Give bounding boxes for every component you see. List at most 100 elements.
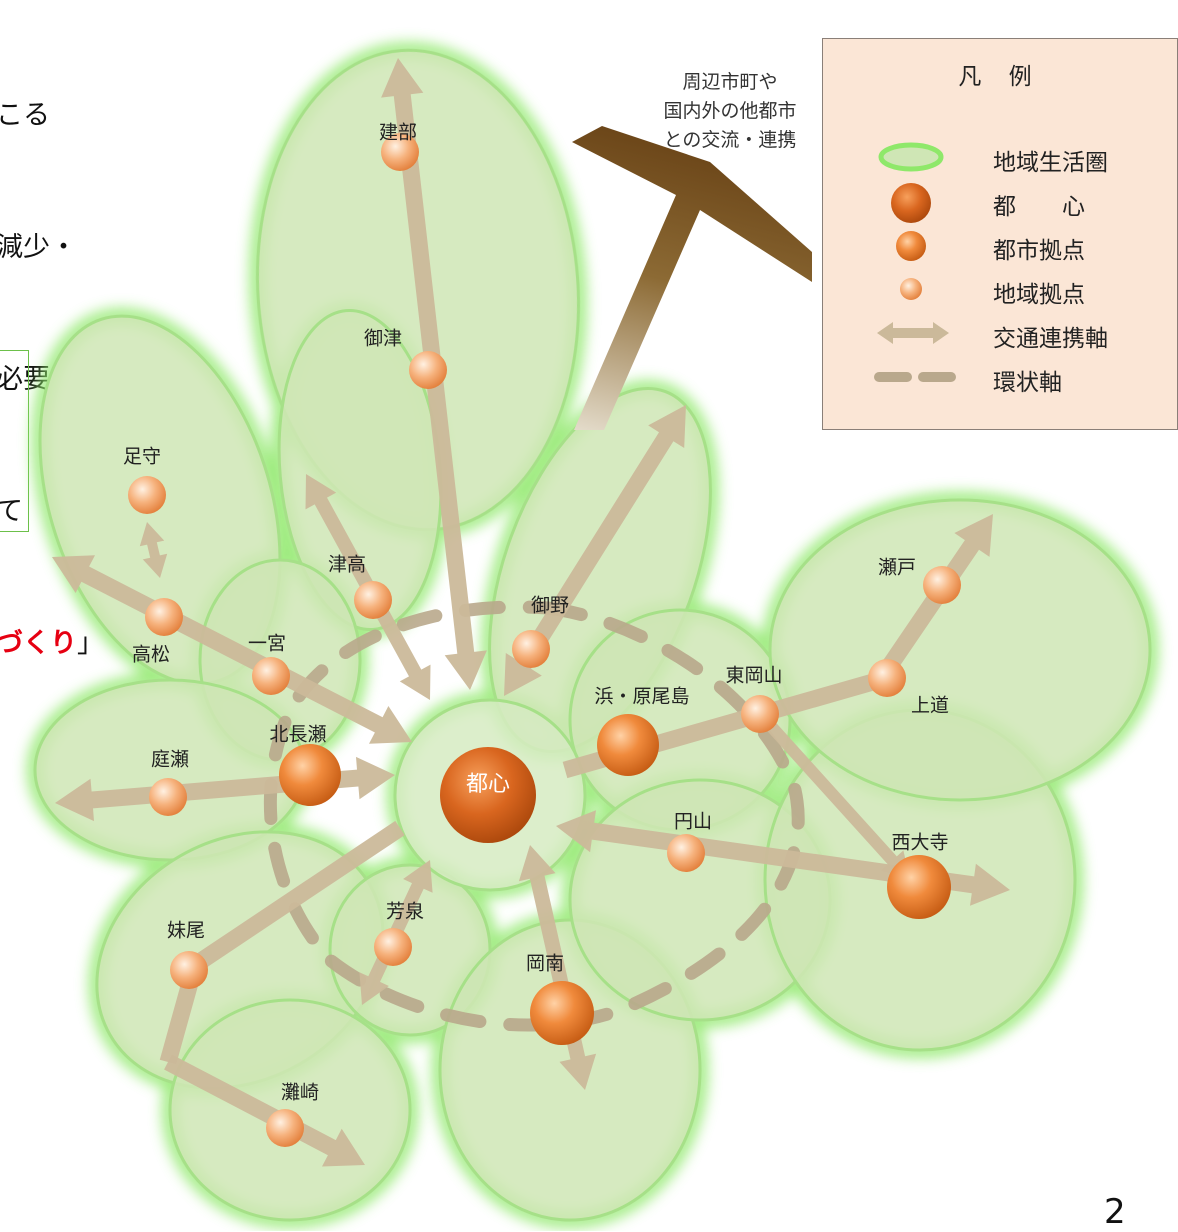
hub-kenbu: 建部 [379, 122, 419, 171]
local-hub-marker [512, 630, 550, 668]
hub-label: 岡南 [526, 953, 564, 975]
hub-saidaiji: 西大寺 [887, 832, 951, 919]
hub-hoizumi: 芳泉 [374, 901, 424, 966]
hub-label: 浜・原尾島 [594, 686, 689, 708]
hub-mino: 御野 [512, 595, 569, 668]
intro-line: 減少・ [0, 232, 77, 263]
hub-label: 芳泉 [386, 901, 424, 923]
city-center-hub: 都心 [440, 747, 536, 843]
local-hub-marker [354, 581, 392, 619]
ring-axis-icon [874, 372, 960, 382]
intro-line: こる [0, 100, 50, 131]
transit-axis-arrow [55, 756, 395, 822]
hub-label: 円山 [674, 811, 712, 833]
legend-item-local-hub: 地域拠点 [823, 269, 1177, 309]
local-hub-marker [923, 566, 961, 604]
city-center-icon [891, 183, 931, 223]
transit-axis-arrow [164, 1054, 365, 1167]
hub-label: 瀬戸 [878, 557, 916, 579]
hub-label: 西大寺 [891, 832, 948, 854]
transit-axis-arrow [52, 555, 412, 744]
intro-text: こる 減少・ 必要 て づくり」 [0, 6, 104, 710]
legend-item-transit-axis: 交通連携軸 [823, 313, 1177, 353]
hub-label: 御津 [364, 328, 402, 350]
city-hub-marker [279, 744, 341, 806]
hub-nadasaki: 灘崎 [266, 1082, 319, 1147]
external-label-line: との交流・連携 [663, 129, 797, 151]
page-number: 2 [1104, 1192, 1126, 1232]
hub-jodo: 上道 [868, 659, 949, 717]
hub-label: 津高 [328, 554, 366, 576]
legend-label: 環状軸 [993, 370, 1062, 396]
legend-label: 交通連携軸 [993, 326, 1108, 352]
intro-line: づくり」 [0, 622, 104, 666]
legend-item-city-center: 都 心 [823, 181, 1177, 223]
hub-label: 足守 [123, 446, 161, 468]
hub-kitanagase: 北長瀬 [269, 724, 341, 806]
hub-label: 灘崎 [281, 1082, 319, 1104]
hub-label: 庭瀬 [151, 749, 189, 771]
external-connection-label: 周辺市町や 国内外の他都市 との交流・連携 [648, 68, 812, 155]
local-hub-marker [252, 657, 290, 695]
external-label-line: 国内外の他都市 [663, 100, 797, 122]
hub-label: 北長瀬 [269, 724, 326, 746]
external-connection-icon [572, 126, 812, 430]
local-hub-marker [266, 1109, 304, 1147]
local-hub-marker [149, 778, 187, 816]
hub-label: 一宮 [248, 633, 286, 655]
local-hub-marker [381, 133, 419, 171]
hub-label: 御野 [531, 595, 569, 617]
hub-niwase: 庭瀬 [149, 749, 189, 816]
legend-item-ring-axis: 環状軸 [823, 357, 1177, 397]
hub-konan: 岡南 [526, 953, 594, 1045]
local-hub-marker [145, 598, 183, 636]
hub-seto: 瀬戸 [878, 557, 961, 604]
city-hub-marker [597, 714, 659, 776]
hub-label: 妹尾 [167, 920, 205, 942]
city-center-label: 都心 [466, 772, 510, 797]
local-hub-marker [868, 659, 906, 697]
city-hub-icon [896, 231, 926, 261]
local-hub-marker [374, 928, 412, 966]
hub-hama: 浜・原尾島 [594, 686, 690, 776]
hub-label: 建部 [379, 122, 417, 144]
local-hub-marker [128, 476, 166, 514]
hub-label: 高松 [132, 644, 170, 666]
hub-tsudaka: 津高 [328, 554, 392, 619]
legend-label: 地域拠点 [993, 282, 1085, 308]
hub-label: 上道 [911, 695, 949, 717]
transit-axis-arrow [755, 710, 910, 880]
local-hub-marker [741, 695, 779, 733]
hub-ashimori: 足守 [123, 446, 166, 514]
hub-seno: 妹尾 [167, 920, 208, 989]
legend-title: 凡 例 [958, 64, 1042, 90]
hub-takamatsu: 高松 [132, 598, 183, 666]
intro-emphasis: づくり [0, 628, 77, 659]
intro-line: て [0, 496, 23, 527]
city-hub-marker [530, 981, 594, 1045]
legend-label: 都市拠点 [993, 238, 1085, 264]
hub-higashiokayama: 東岡山 [725, 665, 783, 733]
legend-label: 地域生活圏 [993, 150, 1108, 176]
local-hub-icon [900, 278, 922, 300]
hub-maruyama: 円山 [667, 811, 712, 872]
legend-item-city-hub: 都市拠点 [823, 225, 1177, 265]
hub-ichinomiya: 一宮 [248, 633, 290, 695]
local-hub-marker [170, 951, 208, 989]
living-area [768, 498, 1152, 802]
legend: 凡 例 地域生活圏 都 心 都市拠点 地域拠点 交通連携軸 環状軸 [822, 38, 1178, 430]
transit-axis-icon [877, 322, 949, 344]
hub-label: 東岡山 [725, 665, 782, 687]
green-callout-box [0, 350, 29, 532]
hub-mitsu: 御津 [364, 328, 447, 389]
transit-axis-arrow [139, 522, 168, 578]
legend-item-living-area: 地域生活圏 [823, 137, 1177, 177]
local-hub-marker [667, 834, 705, 872]
city-hub-marker [887, 855, 951, 919]
transit-axis-arrow [504, 405, 686, 696]
legend-label: 都 心 [993, 194, 1085, 220]
living-area-icon [878, 142, 944, 172]
local-hub-marker [409, 351, 447, 389]
